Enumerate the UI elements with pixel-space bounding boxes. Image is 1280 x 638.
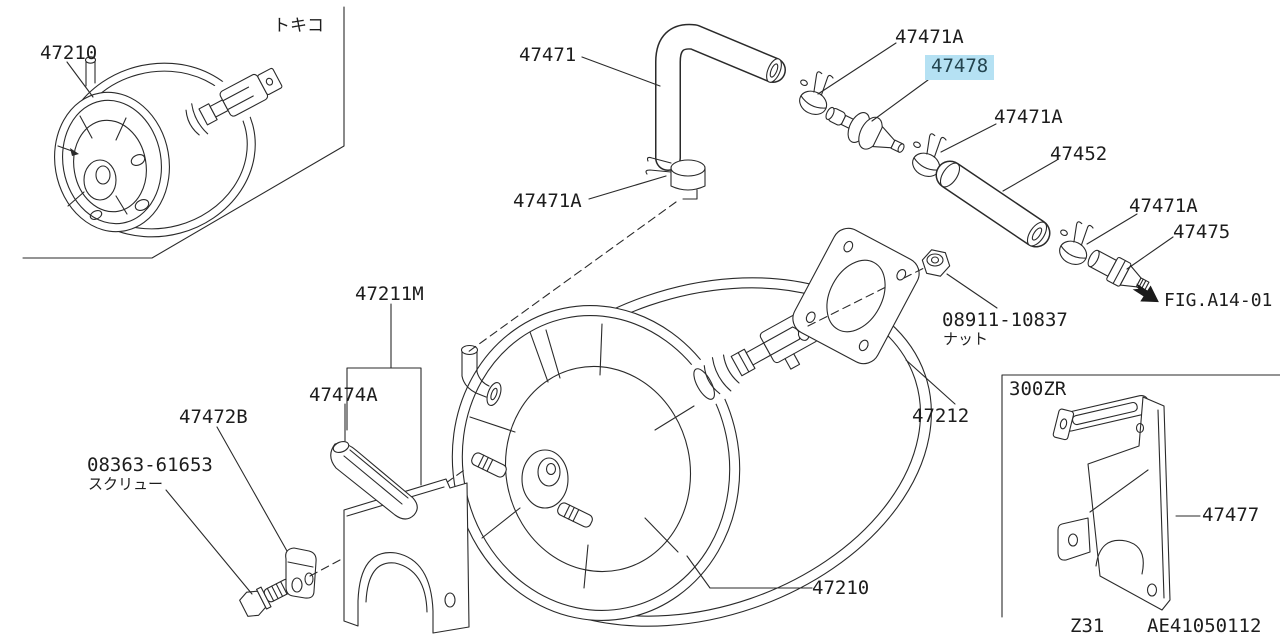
booster-stud xyxy=(471,452,507,478)
tokico-booster-drawing xyxy=(54,56,290,238)
label-connector[interactable]: 47475 xyxy=(1173,221,1231,243)
leader-47212 xyxy=(905,359,956,405)
bracket-strap-drawing xyxy=(330,441,418,520)
label-tokico-brand: トキコ xyxy=(273,16,324,36)
check-valve-drawing xyxy=(825,106,905,153)
label-gasket-plate[interactable]: 47212 xyxy=(912,405,970,427)
hose-drawing xyxy=(935,160,1051,248)
label-shield[interactable]: 47211M xyxy=(355,283,424,305)
tube-clamp-drawing xyxy=(645,156,706,200)
label-screw-name: スクリュー xyxy=(88,475,164,493)
label-bracket[interactable]: 47474A xyxy=(309,384,378,406)
label-check-valve-highlighted[interactable]: 47478 xyxy=(925,55,995,80)
leader-47211M xyxy=(346,303,422,486)
leader-inset-47210 xyxy=(66,61,94,98)
tokico-inset-border xyxy=(22,6,345,259)
fig-ref-arrow-icon xyxy=(1132,283,1159,303)
label-clamp-top[interactable]: 47471A xyxy=(895,26,964,48)
tube-drawing xyxy=(655,23,786,171)
leader-screw xyxy=(165,489,253,595)
label-clamp-low[interactable]: 47471A xyxy=(1129,195,1198,217)
label-300zr-model: 300ZR xyxy=(1009,378,1067,400)
label-tube[interactable]: 47471 xyxy=(519,44,577,66)
leader-47475 xyxy=(1126,236,1174,270)
leader-clamp-top xyxy=(817,42,897,95)
tube-to-elbow-dashed xyxy=(467,201,677,353)
nut-drawing xyxy=(921,249,951,277)
booster-stud xyxy=(557,502,593,528)
leader-47478 xyxy=(871,79,929,122)
leader-47472B xyxy=(216,426,288,552)
label-zr-bracket[interactable]: 47477 xyxy=(1202,504,1260,526)
leader-47471 xyxy=(581,56,661,87)
leader-booster-47210 xyxy=(686,555,813,589)
axis-dashed-line xyxy=(807,266,927,327)
leader-clamp-mid xyxy=(940,123,997,153)
label-hose[interactable]: 47452 xyxy=(1050,143,1108,165)
gasket-plate-drawing xyxy=(792,227,920,365)
small-clamp-drawing xyxy=(285,547,317,599)
label-small-clamp[interactable]: 47472B xyxy=(179,406,248,428)
footer-model-code: Z31 xyxy=(1070,615,1105,637)
leader-clamp-low xyxy=(1086,213,1138,245)
footer-figure-code: AE41050112 xyxy=(1147,615,1262,637)
label-clamp-mid[interactable]: 47471A xyxy=(994,106,1063,128)
label-fig-reference[interactable]: FIG.A14-01 xyxy=(1164,290,1273,311)
label-screw-code[interactable]: 08363-61653 xyxy=(87,454,213,476)
zr-bracket-drawing xyxy=(1052,394,1171,611)
label-nut-code[interactable]: 08911-10837 xyxy=(942,309,1068,331)
leader-nut xyxy=(946,273,998,309)
leader-47452 xyxy=(1002,159,1058,192)
booster-drawing xyxy=(451,277,932,627)
leader-clamp-tube xyxy=(588,175,667,200)
label-clamp-tube[interactable]: 47471A xyxy=(513,190,582,212)
inset-300zr-border xyxy=(1001,374,1280,618)
label-nut-name: ナット xyxy=(943,330,989,348)
label-inset-booster[interactable]: 47210 xyxy=(40,42,98,64)
label-main-booster[interactable]: 47210 xyxy=(812,577,870,599)
